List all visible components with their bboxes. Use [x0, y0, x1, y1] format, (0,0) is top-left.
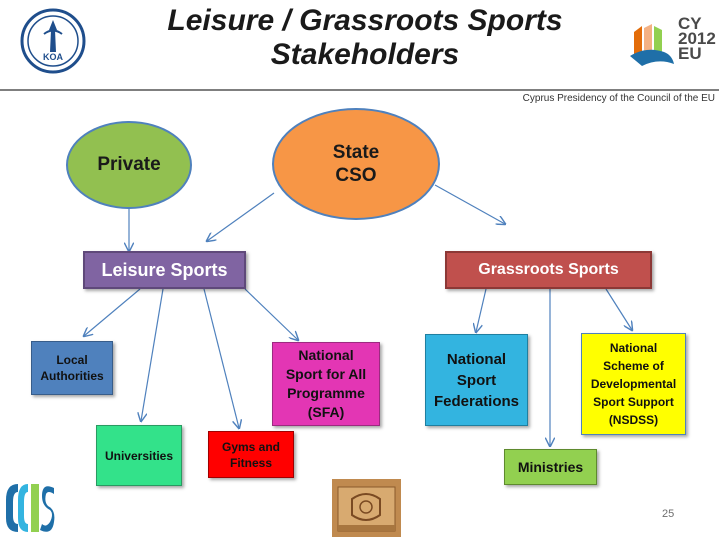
slide-title: Leisure / Grassroots Sports Stakeholders: [140, 4, 590, 72]
gyms-fitness-line2: Fitness: [229, 455, 272, 470]
title-divider: [0, 89, 719, 91]
page-number: 25: [662, 508, 675, 520]
cces-logo: [4, 478, 56, 536]
arrow-leisure-local: [84, 288, 141, 336]
nsdss-line1: National: [609, 341, 658, 355]
koa-logo-text: KOA: [43, 52, 63, 62]
nsdss-line5: (NSDSS): [608, 413, 659, 427]
leisure-sports-label: Leisure Sports: [101, 259, 228, 280]
universities-label: Universities: [104, 448, 174, 463]
nsf-line1: National: [446, 350, 507, 368]
local-authorities-node: Local Authorities: [31, 341, 113, 395]
state-cso-line1: State: [332, 142, 380, 163]
state-cso-node: State CSO: [272, 108, 440, 220]
gyms-fitness-node: Gyms and Fitness: [208, 431, 294, 478]
leisure-sports-node: Leisure Sports: [83, 251, 246, 289]
nsdss-line4: Sport Support: [593, 395, 674, 409]
nsf-line2: Sport: [456, 371, 497, 389]
nsfa-line3: Programme: [287, 385, 365, 401]
arrow-leisure-gyms: [203, 288, 239, 428]
private-node: Private: [66, 121, 192, 209]
nsfa-line1: National: [298, 347, 354, 363]
local-authorities-line2: Authorities: [40, 369, 104, 383]
grassroots-sports-label: Grassroots Sports: [478, 261, 619, 278]
gyms-fitness-line1: Gyms and: [221, 439, 281, 454]
nsf-line3: Federations: [433, 392, 520, 410]
ministries-label: Ministries: [517, 459, 584, 475]
nsdss-node: National Scheme of Developmental Sport S…: [581, 333, 686, 435]
slide-title-line1: Leisure / Grassroots Sports: [167, 4, 563, 37]
nsfa-line4: (SFA): [307, 404, 345, 420]
cy-logo-line2: 2012: [678, 29, 716, 48]
arrow-grassroots-nsf: [476, 288, 487, 332]
presidency-caption: Cyprus Presidency of the Council of the …: [522, 93, 715, 104]
ministries-node: Ministries: [504, 449, 597, 485]
arrow-leisure-universities: [141, 288, 164, 421]
seal-stamp-image: [332, 479, 401, 537]
cy2012-logo: CY 2012 EU: [628, 14, 718, 74]
grassroots-sports-node: Grassroots Sports: [445, 251, 652, 289]
nsdss-line2: Scheme of: [603, 359, 664, 373]
cy-logo-line3: EU: [678, 44, 702, 63]
cy-logo-line1: CY: [678, 14, 702, 33]
arrow-grassroots-nsdss: [605, 288, 632, 330]
universities-node: Universities: [96, 425, 182, 486]
national-sport-for-all-node: National Sport for All Programme (SFA): [272, 342, 380, 426]
nsdss-line3: Developmental: [590, 377, 677, 391]
koa-logo: KOA: [20, 8, 86, 74]
arrow-state-grassroots: [434, 184, 505, 224]
state-cso-line2: CSO: [335, 165, 377, 186]
arrow-leisure-nsfa: [244, 288, 298, 340]
local-authorities-line1: Local: [56, 353, 88, 367]
arrow-state-leisure: [207, 192, 275, 241]
private-label: Private: [97, 154, 161, 175]
slide-title-line2: Stakeholders: [270, 38, 460, 71]
nsfa-line2: Sport for All: [285, 366, 367, 382]
national-sport-federations-node: National Sport Federations: [425, 334, 528, 426]
